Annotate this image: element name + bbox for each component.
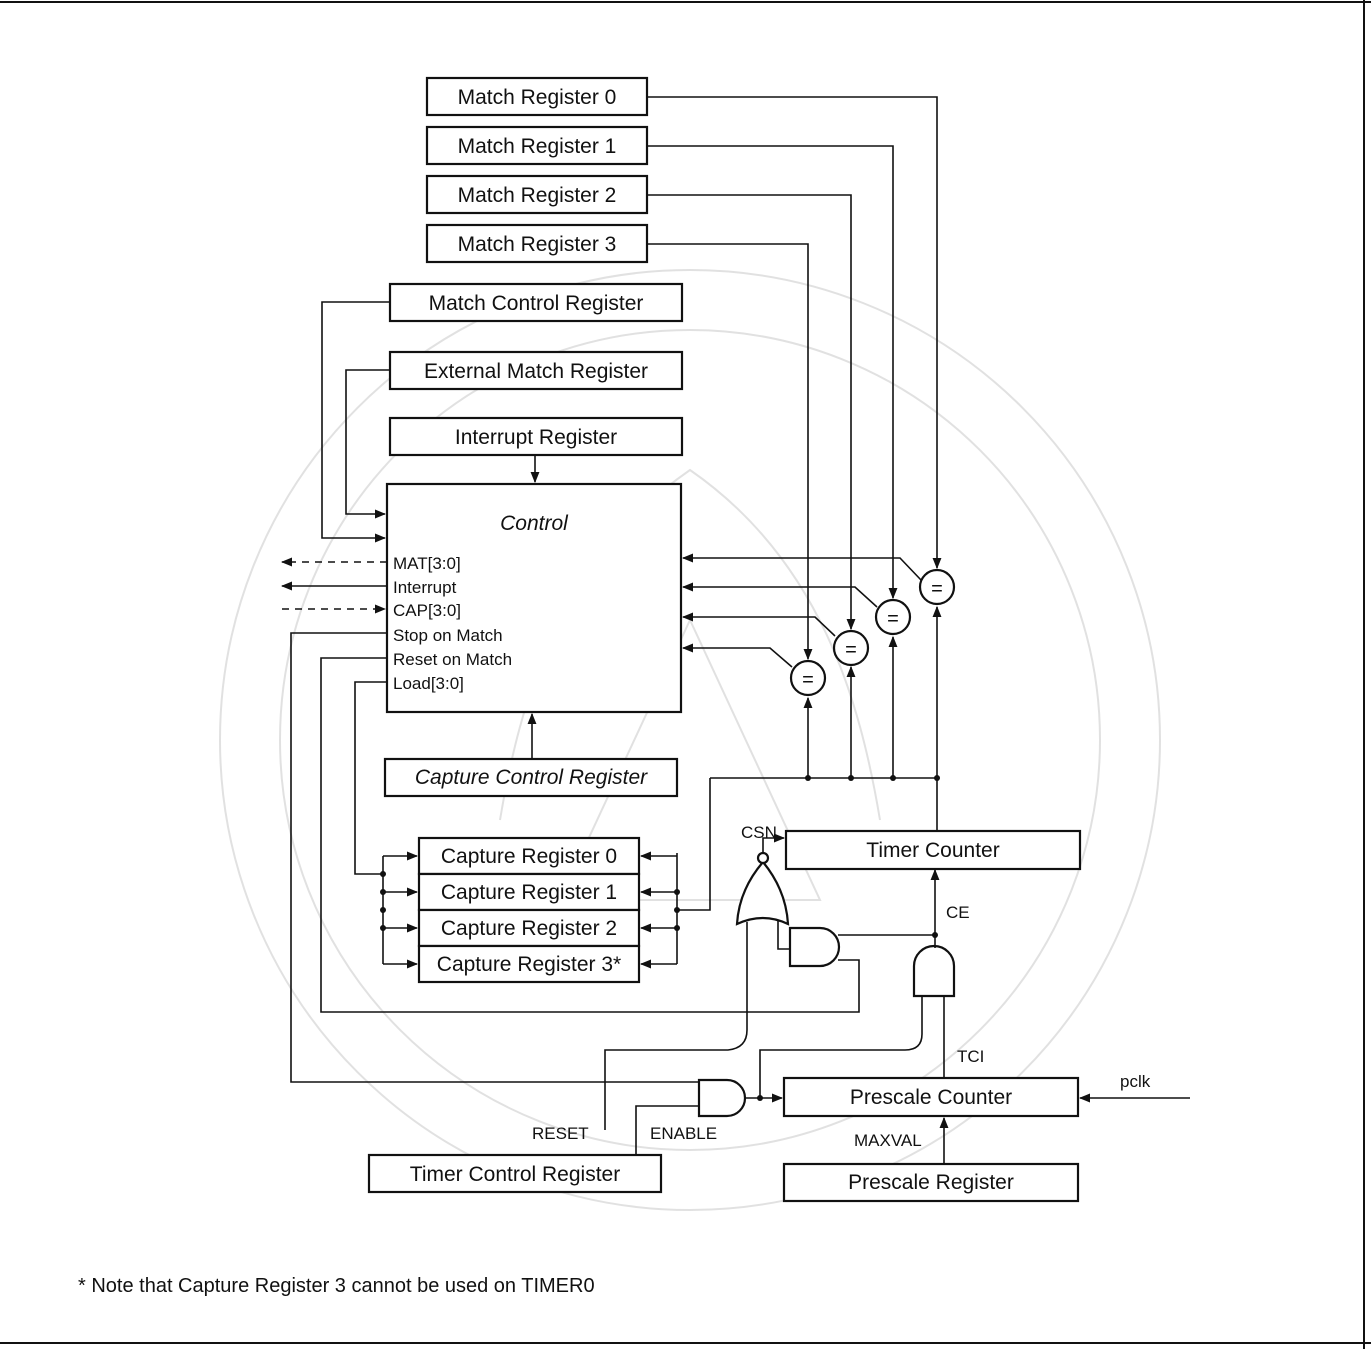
signal-csn: CSN: [741, 823, 777, 842]
timer-counter: Timer Counter: [784, 829, 1082, 871]
capture-register-0: Capture Register 0: [417, 836, 641, 876]
wires: [280, 96, 1190, 1164]
interrupt-register-label: Interrupt Register: [455, 426, 617, 449]
comparator-1-symbol: =: [887, 608, 899, 630]
capture-register-2-label: Capture Register 2: [441, 917, 617, 940]
control-signal-mat: MAT[3:0]: [393, 554, 461, 573]
capture-control-register: Capture Control Register: [383, 757, 679, 798]
comparator-3: =: [789, 659, 827, 697]
timer-control-register-label: Timer Control Register: [410, 1163, 620, 1186]
comparator-0: =: [918, 568, 956, 606]
comparator-2: =: [832, 629, 870, 667]
external-match-register-label: External Match Register: [424, 360, 648, 383]
prescale-counter: Prescale Counter: [782, 1076, 1080, 1118]
signal-maxval: MAXVAL: [854, 1131, 922, 1150]
control-block: Control MAT[3:0] Interrupt CAP[3:0] Stop…: [385, 482, 683, 714]
match-register-0-label: Match Register 0: [458, 86, 617, 109]
footnote: * Note that Capture Register 3 cannot be…: [78, 1275, 595, 1297]
match-register-1-label: Match Register 1: [458, 135, 617, 158]
control-title: Control: [500, 512, 569, 535]
control-signal-load: Load[3:0]: [393, 674, 464, 693]
capture-register-1: Capture Register 1: [417, 872, 641, 912]
comparator-0-symbol: =: [931, 578, 943, 600]
signal-reset: RESET: [532, 1124, 589, 1143]
match-register-1: Match Register 1: [425, 125, 649, 166]
comparator-1: =: [874, 598, 912, 636]
match-register-0: Match Register 0: [425, 76, 649, 117]
external-match-register: External Match Register: [388, 350, 684, 391]
prescale-counter-label: Prescale Counter: [850, 1086, 1012, 1109]
match-register-2-label: Match Register 2: [458, 184, 617, 207]
signal-pclk: pclk: [1120, 1072, 1151, 1091]
match-register-3: Match Register 3: [425, 223, 649, 264]
timer-counter-label: Timer Counter: [866, 839, 999, 862]
control-signal-interrupt: Interrupt: [393, 578, 457, 597]
comparator-3-symbol: =: [802, 669, 814, 691]
timer-control-register: Timer Control Register: [367, 1153, 663, 1194]
capture-register-2: Capture Register 2: [417, 908, 641, 948]
capture-register-1-label: Capture Register 1: [441, 881, 617, 904]
comparator-2-symbol: =: [845, 639, 857, 661]
interrupt-register: Interrupt Register: [388, 416, 684, 457]
signal-enable: ENABLE: [650, 1124, 717, 1143]
control-signal-reset-on-match: Reset on Match: [393, 650, 512, 669]
capture-register-0-label: Capture Register 0: [441, 845, 617, 868]
signal-ce: CE: [946, 903, 970, 922]
match-control-register-label: Match Control Register: [429, 292, 644, 315]
match-control-register: Match Control Register: [388, 282, 684, 323]
prescale-register: Prescale Register: [782, 1162, 1080, 1203]
watermark-seal: [219, 269, 1161, 1211]
control-signal-cap: CAP[3:0]: [393, 601, 461, 620]
capture-register-3-label: Capture Register 3*: [437, 953, 621, 976]
capture-register-3: Capture Register 3*: [417, 944, 641, 984]
match-register-2: Match Register 2: [425, 174, 649, 215]
match-register-3-label: Match Register 3: [458, 233, 617, 256]
prescale-register-label: Prescale Register: [848, 1171, 1014, 1194]
capture-control-register-label: Capture Control Register: [415, 766, 648, 789]
control-signal-stop-on-match: Stop on Match: [393, 626, 503, 645]
signal-tci: TCI: [957, 1047, 984, 1066]
